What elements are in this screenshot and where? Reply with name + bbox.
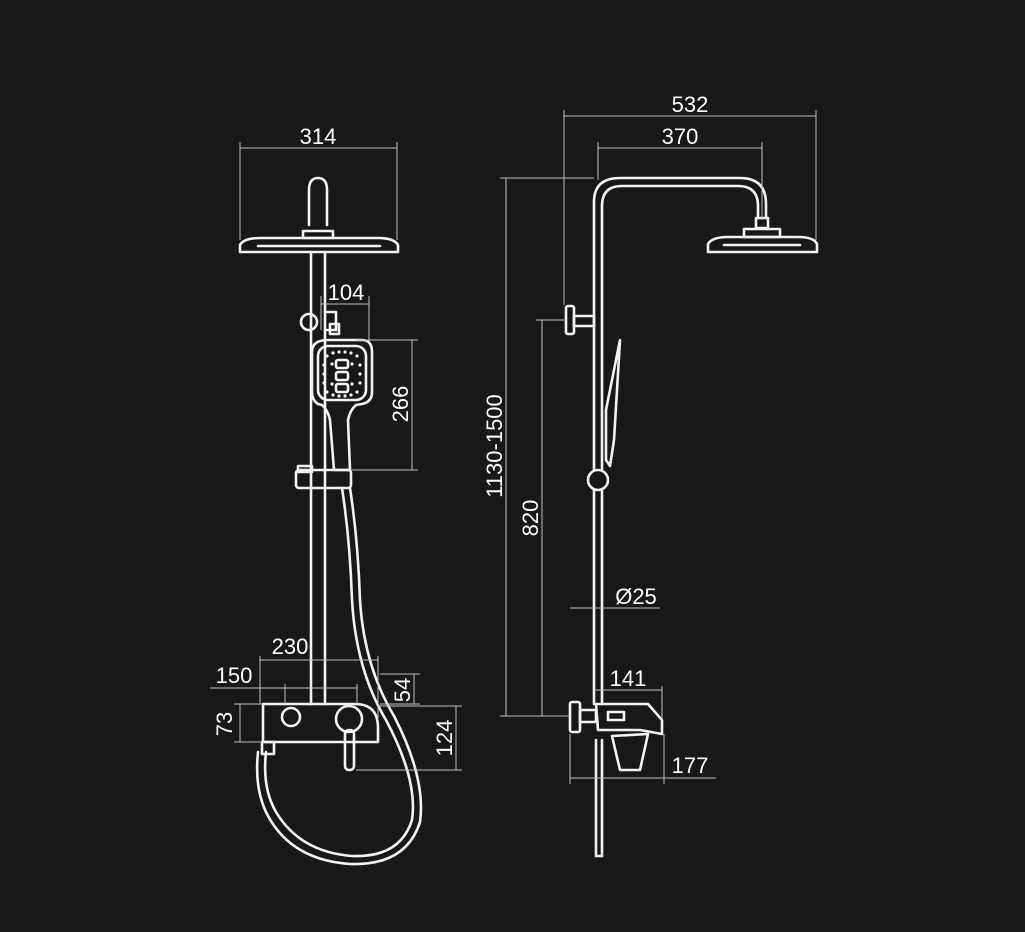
hand-shower-front (310, 338, 374, 472)
spray-dots (322, 350, 362, 398)
dim-handset-height-label: 266 (388, 386, 413, 423)
dim-rail-height-label: 820 (518, 500, 543, 537)
dim-mixer-230: 230 (259, 634, 379, 720)
dim-rail-height: 820 (518, 319, 566, 716)
front-view: 314 104 266 230 150 (210, 124, 462, 866)
diverter-knob-front (299, 310, 341, 336)
rain-head-front (238, 176, 400, 254)
dim-spout-177: 177 (569, 734, 716, 784)
hose-front (255, 486, 423, 866)
dim-body-73: 73 (212, 703, 262, 743)
dim-mixer-150-label: 150 (216, 663, 253, 688)
dim-mixer-230-label: 230 (272, 634, 309, 659)
dim-pipe-diameter: Ø25 (570, 584, 660, 609)
dim-body-73-label: 73 (212, 712, 237, 736)
dim-adjustable-height-label: 1130-1500 (482, 394, 507, 498)
dim-body-124: 124 (356, 705, 462, 771)
diverter-side (564, 304, 596, 336)
dim-adjustable-height: 1130-1500 (482, 177, 594, 717)
dim-mixer-150: 150 (210, 663, 358, 704)
dim-arm-reach-label: 370 (662, 124, 699, 149)
dim-arm-offset: 104 (320, 280, 370, 340)
dim-pipe-diameter-label: Ø25 (615, 584, 657, 609)
hand-shower-side (604, 338, 622, 468)
dim-outlet-54-label: 54 (390, 678, 415, 702)
dim-outlet-54: 54 (380, 673, 420, 705)
dim-arm-offset-label: 104 (328, 280, 365, 305)
dim-handset-height: 266 (350, 339, 418, 471)
dim-head-width-label: 314 (300, 124, 337, 149)
dim-total-width-label: 532 (672, 92, 709, 117)
rain-head-side (706, 216, 819, 254)
dim-total-width: 532 (563, 92, 817, 305)
dim-spout-177-label: 177 (672, 753, 709, 778)
dim-spout-141: 141 (594, 666, 663, 720)
side-view: 532 370 1130-1500 820 Ø25 141 (482, 92, 819, 858)
dim-spout-141-label: 141 (610, 666, 647, 691)
mixer-side (568, 700, 664, 858)
dim-body-124-label: 124 (432, 720, 457, 757)
slide-holder-front (294, 464, 353, 490)
dim-arm-reach: 370 (597, 124, 763, 220)
mixer-body-front (260, 702, 380, 772)
riser-arm-side (592, 176, 768, 706)
riser-pipe-front (309, 250, 327, 706)
slide-ball-side (586, 468, 610, 492)
dim-head-width: 314 (239, 124, 398, 240)
